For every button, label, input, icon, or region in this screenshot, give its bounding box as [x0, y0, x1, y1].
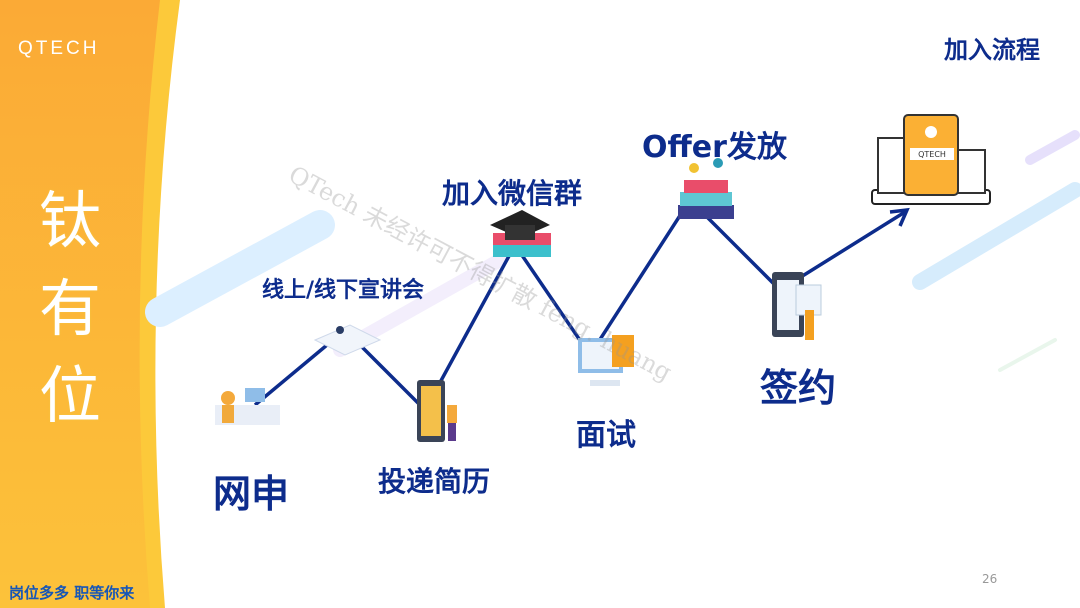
- ebook-icon: [772, 272, 822, 340]
- step-submit-resume: 投递简历: [378, 465, 491, 498]
- step-offer: Offer发放: [642, 130, 787, 165]
- vertical-title-char: 位: [38, 359, 101, 432]
- step-sign: 签约: [760, 366, 837, 410]
- tablet-icon: [417, 380, 457, 442]
- desk-illustration-icon: [215, 388, 280, 425]
- vertical-title-char: 有: [38, 272, 101, 345]
- vertical-title-char: 钛: [38, 184, 101, 257]
- step-presentation: 线上/线下宣讲会: [262, 278, 425, 303]
- page-title: 加入流程: [944, 36, 1040, 64]
- qtech-logo: QTECH: [18, 38, 100, 59]
- graduation-books-icon: [490, 210, 551, 257]
- step-online-apply: 网申: [213, 472, 290, 516]
- step-interview: 面试: [576, 418, 636, 453]
- qtech-building-icon: QTECH: [871, 114, 991, 205]
- page-number: 26: [982, 572, 998, 586]
- step-join-wechat: 加入微信群: [442, 177, 583, 210]
- svg-text:QTECH: QTECH: [918, 150, 946, 159]
- computer-icon: [578, 335, 634, 386]
- open-book-icon: [313, 324, 382, 356]
- slogan: 岗位多多 职等你来: [9, 584, 135, 602]
- books-stack-icon: [678, 158, 734, 219]
